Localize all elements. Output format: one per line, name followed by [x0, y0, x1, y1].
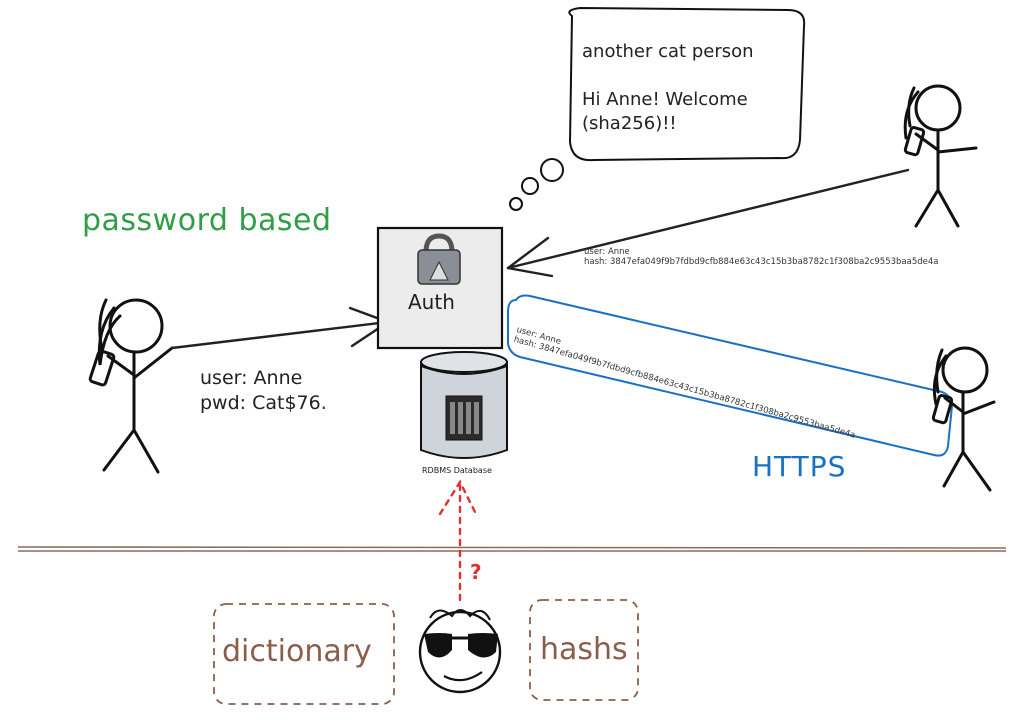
https-label: HTTPS: [752, 450, 847, 483]
person-bottom-right-figure: [931, 346, 996, 492]
message-top-hash: hash: 3847efa049f9b7fdbd9cfb884e63c43c15…: [584, 257, 939, 267]
anne-credentials: user: Anne pwd: Cat$76.: [200, 366, 327, 416]
padlock-icon: [417, 233, 461, 285]
https-envelope: [507, 294, 954, 457]
hashs-label: hashs: [540, 632, 628, 667]
credentials-password: pwd: Cat$76.: [200, 392, 327, 414]
arrow-anne-to-auth: [170, 306, 390, 350]
thought-line-3: (sha256)!!: [582, 113, 677, 134]
thought-bubble-text: another cat person Hi Anne! Welcome (sha…: [582, 40, 754, 136]
attacker-face-icon: [418, 609, 502, 694]
auth-label: Auth: [408, 290, 455, 314]
dictionary-label: dictionary: [222, 634, 372, 669]
thought-line-1: another cat person: [582, 41, 754, 62]
message-top-user: user: Anne: [584, 247, 630, 257]
message-top: user: Anne hash: 3847efa049f9b7fdbd9cfb8…: [584, 247, 938, 267]
hashs-box: [529, 599, 639, 701]
separator-line: [17, 546, 1007, 552]
database-label: RDBMS Database: [422, 466, 492, 475]
auth-box: [376, 226, 504, 350]
diagram-title: password based: [82, 203, 332, 238]
thought-line-2: Hi Anne! Welcome: [582, 89, 748, 110]
arrow-top-right-to-auth: [506, 168, 910, 278]
attacker-dotted-arrow: [438, 479, 478, 602]
person-top-right-figure: [903, 84, 978, 228]
dictionary-box: [213, 603, 395, 705]
thought-bubble: [509, 6, 806, 211]
server-rack-icon: [445, 395, 483, 441]
attacker-question-mark: ?: [470, 560, 482, 584]
anne-left-figure: [88, 298, 174, 474]
credentials-user: user: Anne: [200, 367, 303, 389]
